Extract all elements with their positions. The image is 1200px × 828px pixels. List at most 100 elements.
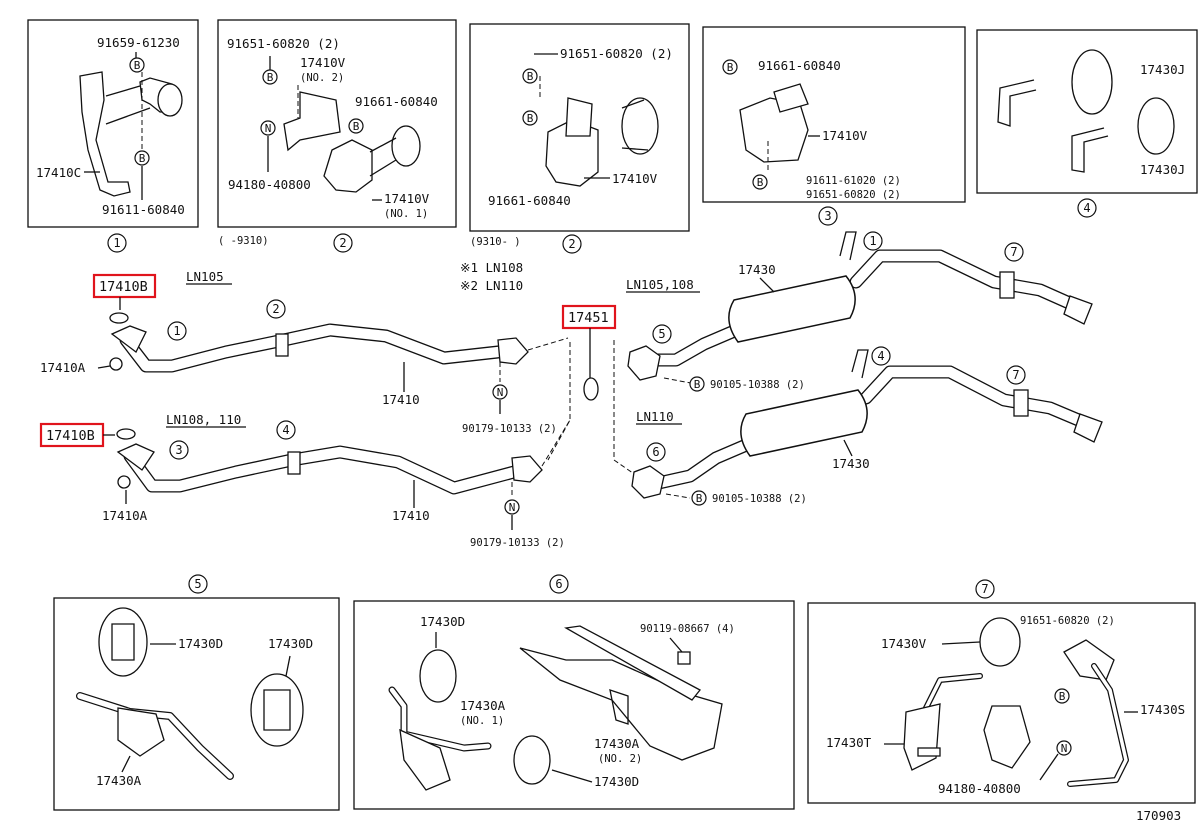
bolt-b-marker [129,57,145,73]
part-17430J-a[interactable]: 17430J [1140,62,1185,77]
callout-7-mid-upper: 7 [1004,242,1024,262]
part-17430A-no2[interactable]: 17430A [594,736,640,751]
part-91651-60820-c[interactable]: 91651-60820 (2) [806,189,901,201]
part-90105-lower[interactable]: 90105-10388 (2) [712,493,807,505]
callout-6-mid: 6 [646,442,666,462]
part-17430A-no1[interactable]: 17430A [460,698,506,713]
part-17430D-a[interactable]: 17430D [178,636,223,651]
part-17451-gasket-label[interactable]: 17451 [561,304,617,330]
svg-text:17410B: 17410B [99,279,148,295]
part-17410A-upper[interactable]: 17410A [40,360,86,375]
part-17410C[interactable]: 17410C [36,165,81,180]
part-91611-61020[interactable]: 91611-61020 (2) [806,175,901,187]
detail-box-3: 91661-60840 17410V 91611-61020 (2) 91651… [702,26,966,203]
svg-text:3: 3 [175,443,182,457]
part-91661-60840-a[interactable]: 91661-60840 [355,94,438,109]
part-17430D-c[interactable]: 17430D [420,614,465,629]
detail-box-2a: 91651-60820 (2) 17410V (NO. 2) 91661-608… [217,19,457,228]
callout-5-mid: 5 [652,324,672,344]
part-17410V-b[interactable]: 17410V [612,171,658,186]
callout-2-topright: 2 [562,234,582,254]
part-94180-40800-a[interactable]: 94180-40800 [228,177,311,192]
part-17430-lower[interactable]: 17430 [832,456,870,471]
bolt-b-marker [691,490,707,506]
part-90179-lower[interactable]: 90179-10133 (2) [470,537,565,549]
detail-box-6: 17430D 17430A (NO. 1) 17430D 90119-08667… [353,600,795,810]
svg-text:3: 3 [824,209,831,223]
part-17430D-d[interactable]: 17430D [594,774,639,789]
part-17410V-no2[interactable]: 17410V [300,55,346,70]
callout-7-bottom: 7 [975,579,995,599]
range-from-9310: (9310- ) [470,236,521,248]
svg-text:5: 5 [658,327,665,341]
part-91651-60820-d[interactable]: 91651-60820 (2) [1020,615,1115,627]
gasket-17451 [583,377,599,401]
svg-text:1: 1 [869,234,876,248]
bolt-b-marker [722,59,738,75]
svg-text:2: 2 [272,302,279,316]
part-no1-label-b: (NO. 1) [460,715,504,727]
svg-text:7: 7 [1012,368,1019,382]
part-17430T[interactable]: 17430T [826,735,872,750]
part-91611-60840[interactable]: 91611-60840 [102,202,185,217]
bolt-b-marker [522,110,538,126]
part-17410A-lower[interactable]: 17410A [102,508,148,523]
detail-box-4: 17430J 17430J [976,29,1198,194]
part-90119-08667[interactable]: 90119-08667 (4) [640,623,735,635]
part-91661-60840-c[interactable]: 91661-60840 [758,58,841,73]
model-ln105-108: LN105,108 [626,277,694,292]
callout-4-mid-upper: 1 [863,231,883,251]
part-17430V[interactable]: 17430V [881,636,927,651]
muffler-lower [631,349,1103,499]
part-17430-upper[interactable]: 17430 [738,262,776,277]
part-91659-61230[interactable]: 91659-61230 [97,35,180,50]
range-until-9310: ( -9310) [218,235,269,247]
detail-box-5: 17430D 17430D 17430A [53,597,340,811]
front-pipe-upper [109,323,529,373]
part-94180-40800-b[interactable]: 94180-40800 [938,781,1021,796]
part-no2-label: (NO. 2) [300,72,344,84]
part-17410-upper[interactable]: 17410 [382,392,420,407]
bolt-b-marker [752,174,768,190]
callout-2-topleft: 2 [333,233,353,253]
callout-4-top: 4 [1077,198,1097,218]
callout-1-top: 1 [107,233,127,253]
front-pipe-lower [116,443,543,495]
variant-ln110: ※2 LN110 [460,278,523,293]
nut-n-marker [260,120,276,136]
part-17410V-no1[interactable]: 17410V [384,191,430,206]
highlight-box [561,304,617,330]
callout-2-mid: 2 [266,299,286,319]
part-17410B-upper[interactable]: 17410B [92,273,157,299]
part-17410B-lower[interactable]: 17410B [39,422,105,448]
bolt-b-marker [134,150,150,166]
svg-text:1: 1 [113,236,120,250]
model-ln105: LN105 [186,269,224,284]
svg-text:7: 7 [981,582,988,596]
callout-3-mid: 4 [276,420,296,440]
muffler-upper [627,231,1093,381]
model-ln110: LN110 [636,409,674,424]
callout-3-top: 3 [818,206,838,226]
part-91651-60820-b[interactable]: 91651-60820 (2) [560,46,673,61]
part-90105-upper[interactable]: 90105-10388 (2) [710,379,805,391]
svg-text:2: 2 [568,237,575,251]
nut-n-marker [504,499,520,515]
bolt-b-marker [689,376,705,392]
part-17430A-a[interactable]: 17430A [96,773,142,788]
part-91651-60820-a[interactable]: 91651-60820 (2) [227,36,340,51]
callout-1-mid-upper: 1 [167,321,187,341]
highlight-box [92,273,157,299]
svg-text:2: 2 [339,236,346,250]
svg-text:17451: 17451 [568,310,609,326]
part-90179-upper[interactable]: 90179-10133 (2) [462,423,557,435]
svg-text:4: 4 [282,423,289,437]
part-17430J-b[interactable]: 17430J [1140,162,1185,177]
part-91661-60840-b[interactable]: 91661-60840 [488,193,571,208]
part-17430D-b[interactable]: 17430D [268,636,313,651]
part-17410-lower[interactable]: 17410 [392,508,430,523]
part-17410V-c[interactable]: 17410V [822,128,868,143]
gasket-17410B [109,312,129,324]
part-17430S[interactable]: 17430S [1140,702,1185,717]
